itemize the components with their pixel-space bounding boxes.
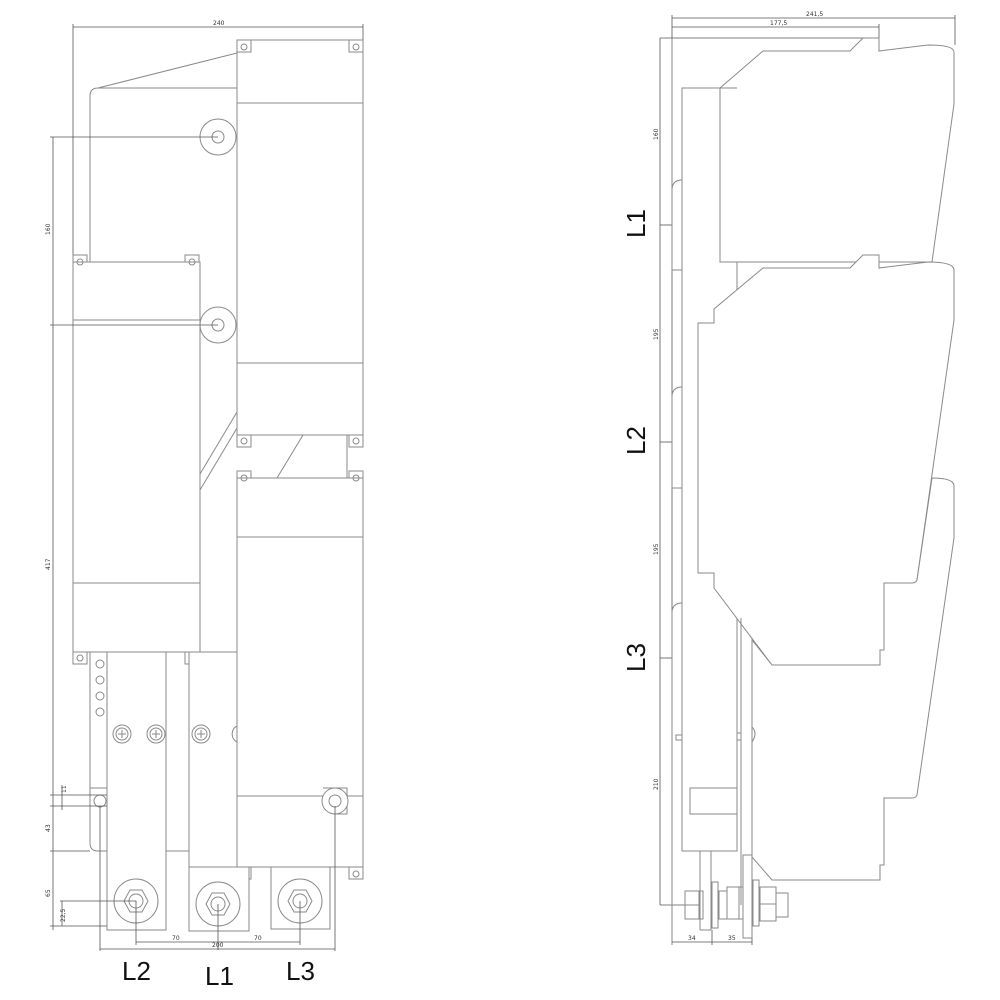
- busbar-L3: [270, 866, 331, 930]
- svg-text:22,5: 22,5: [60, 908, 67, 922]
- phase-label-L1: L1: [205, 961, 234, 991]
- svg-text:241,5: 241,5: [806, 11, 823, 18]
- svg-text:195: 195: [653, 543, 660, 555]
- dim-bottom: 70 70 200: [99, 806, 336, 951]
- svg-text:65: 65: [45, 889, 52, 897]
- side-module-L3: [751, 477, 955, 881]
- phase-label-L2: L2: [122, 956, 151, 986]
- side-phase-label-L2: L2: [621, 426, 651, 455]
- bolt-assembly: [684, 854, 789, 939]
- svg-text:210: 210: [653, 778, 660, 790]
- svg-text:34: 34: [688, 935, 696, 942]
- svg-text:70: 70: [254, 935, 262, 942]
- svg-text:417: 417: [45, 558, 52, 570]
- side-phase-label-L3: L3: [621, 643, 651, 672]
- mounting-hole-2: [50, 306, 237, 344]
- dim-bolt-spacing: 34 35: [672, 930, 753, 945]
- dim-side-vertical: 160 195 195 210: [653, 37, 879, 906]
- side-module-L1: [719, 37, 955, 263]
- svg-text:11: 11: [61, 785, 68, 793]
- busbar-L2: [106, 651, 167, 931]
- busbar-left-strip: [89, 652, 108, 852]
- svg-text:70: 70: [172, 935, 180, 942]
- svg-text:200: 200: [212, 942, 224, 949]
- svg-text:160: 160: [45, 223, 52, 235]
- module-upper-right: [236, 39, 364, 448]
- back-plate: [89, 52, 238, 262]
- side-phase-label-L1: L1: [621, 209, 651, 238]
- svg-text:195: 195: [653, 328, 660, 340]
- svg-text:160: 160: [653, 128, 660, 140]
- busbar-L1: [166, 651, 250, 932]
- module-left: [72, 254, 201, 665]
- module-lower-right: [236, 470, 364, 880]
- svg-text:43: 43: [45, 824, 52, 832]
- svg-text:240: 240: [213, 20, 225, 27]
- side-view: 241,5 177,5 160 195 195 210: [621, 11, 956, 945]
- dim-left-vertical: 160 417 11 43 65 22,5: [45, 137, 136, 930]
- mounting-hole-1: [50, 118, 237, 156]
- front-view: 240: [45, 20, 364, 991]
- svg-text:177,5: 177,5: [770, 20, 787, 27]
- svg-text:35: 35: [728, 935, 736, 942]
- phase-label-L3: L3: [286, 956, 315, 986]
